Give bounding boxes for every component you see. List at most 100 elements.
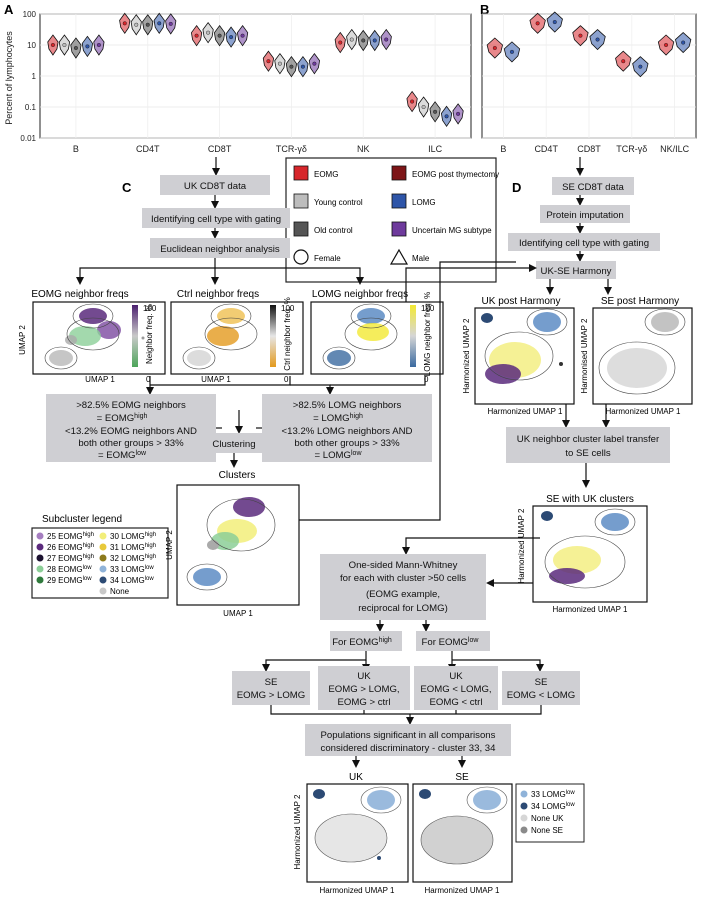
mw-text-2: for each with cluster >50 cells bbox=[340, 573, 466, 584]
eomg-rule-3: <13.2% EOMG neighbors AND bbox=[65, 426, 197, 437]
uk-lt-1: UK bbox=[449, 671, 463, 682]
h-umap2-final: Harmonized UMAP 2 bbox=[293, 794, 302, 870]
legend-swatch bbox=[391, 193, 407, 209]
lomg-rule-5: = LOMGlow bbox=[314, 450, 362, 461]
for-low-sup: low bbox=[468, 637, 479, 644]
category-label: NK/ILC bbox=[660, 144, 690, 154]
box-se-gt bbox=[232, 671, 310, 705]
lomg-rule-5-sup: low bbox=[351, 450, 362, 457]
subcluster-label: 33 LOMGlow bbox=[531, 790, 575, 799]
median-point bbox=[277, 61, 282, 66]
uk-cd8t-data-text: UK CD8T data bbox=[184, 181, 247, 192]
harmony-text: UK-SE Harmony bbox=[541, 266, 612, 277]
legend-label: Male bbox=[412, 254, 430, 263]
euclidean-text: Euclidean neighbor analysis bbox=[160, 244, 280, 255]
legend-label: Young control bbox=[314, 198, 363, 207]
category-label: CD4T bbox=[534, 144, 558, 154]
umap-final-se: Harmonized UMAP 1 bbox=[412, 783, 513, 895]
uk-post-title: UK post Harmony bbox=[482, 296, 561, 307]
mw-text-1: One-sided Mann-Whitney bbox=[349, 560, 458, 571]
male-icon bbox=[389, 248, 409, 265]
lomg-rule-4: both other groups > 33% bbox=[294, 438, 400, 449]
subcluster-label-text: 25 EOMG bbox=[47, 532, 83, 541]
box-lomg-rule bbox=[262, 394, 432, 462]
se-gt-2: EOMG > LOMG bbox=[237, 690, 306, 701]
for-high-base: For EOMG bbox=[332, 637, 378, 648]
subcluster-label: 31 LOMGhigh bbox=[110, 543, 156, 552]
arrow-to-eomg-freqs bbox=[76, 258, 216, 285]
median-point bbox=[410, 99, 415, 104]
ctrl-cbar-max: 100 bbox=[281, 304, 295, 313]
subcluster-label-text: None bbox=[110, 587, 130, 596]
umap1-label-c2: UMAP 1 bbox=[201, 375, 231, 384]
box-se-lt bbox=[502, 671, 580, 705]
eomg-rule-5-base: = EOMG bbox=[98, 450, 136, 461]
median-point bbox=[338, 40, 343, 45]
legend-label: Old control bbox=[314, 226, 353, 235]
chart-a-ylabel: Percent of lymphocytes bbox=[4, 31, 14, 125]
median-point bbox=[535, 21, 540, 26]
eomg-freqs-title: EOMG neighbor freqs bbox=[31, 289, 128, 300]
subcluster-label: 27 EOMGhigh bbox=[47, 554, 94, 563]
subcluster-label-sup: low bbox=[83, 565, 93, 571]
for-high-text: For EOMGhigh bbox=[332, 637, 392, 648]
se-lt-2: EOMG < LOMG bbox=[507, 690, 576, 701]
subcluster-label-text: 30 LOMG bbox=[110, 532, 145, 541]
subcluster-label-text: 26 EOMG bbox=[47, 543, 83, 552]
se-gt-1: SE bbox=[265, 677, 278, 688]
subcluster-label-text: 34 LOMG bbox=[531, 802, 566, 811]
legend-label: LOMG bbox=[412, 198, 436, 207]
category-label: TCR-γδ bbox=[616, 144, 647, 154]
legend-swatch bbox=[293, 193, 309, 209]
median-point bbox=[229, 35, 234, 40]
umap-ctrl: 100 0 Ctrl neighbor freq. % UMAP 1 UMAP … bbox=[85, 297, 304, 384]
umap-final-uk: Harmonized UMAP 2 Harmonized UMAP 1 bbox=[293, 783, 409, 895]
se-gating-text: Identifying cell type with gating bbox=[519, 238, 649, 249]
category-label: CD8T bbox=[208, 144, 232, 154]
category-label: CD8T bbox=[577, 144, 601, 154]
eomg-cbar-min: 0 bbox=[146, 375, 151, 384]
subcluster-swatch bbox=[520, 802, 528, 810]
box-for-low bbox=[416, 631, 490, 651]
median-point bbox=[664, 43, 669, 48]
median-point bbox=[509, 49, 514, 54]
subcluster-label-text: 27 EOMG bbox=[47, 554, 83, 563]
subcluster-label-sup: high bbox=[83, 543, 94, 549]
lomg-cbar-max: 100 bbox=[421, 304, 435, 313]
panel-label-b: B bbox=[480, 2, 489, 17]
uk-gating-text: Identifying cell type with gating bbox=[151, 214, 281, 225]
eomg-rule-2-sup: high bbox=[134, 413, 147, 420]
se-with-title: SE with UK clusters bbox=[546, 494, 634, 505]
transfer-text-2: to SE cells bbox=[565, 448, 611, 459]
subcluster-swatch bbox=[520, 814, 528, 822]
eomg-rule-5: = EOMGlow bbox=[98, 450, 147, 461]
subcluster-label-sup: high bbox=[145, 543, 156, 549]
median-point bbox=[384, 37, 389, 42]
umap1-label-clusters: UMAP 1 bbox=[223, 609, 253, 618]
subcluster-swatch bbox=[99, 543, 107, 551]
clusters-title: Clusters bbox=[219, 470, 256, 481]
line-clusters-to-harmony bbox=[299, 261, 516, 521]
clustering-text: Clustering bbox=[212, 439, 255, 450]
median-point bbox=[266, 59, 271, 64]
transfer-text-1: UK neighbor cluster label transfer bbox=[517, 434, 660, 445]
ctrl-cbar-min: 0 bbox=[284, 375, 289, 384]
box-uk-gating bbox=[142, 208, 290, 228]
subcluster-label-text: None UK bbox=[531, 814, 564, 823]
median-point bbox=[681, 40, 686, 45]
median-point bbox=[300, 64, 305, 69]
subcluster-label: None bbox=[110, 587, 130, 596]
median-point bbox=[421, 104, 426, 109]
box-mann-whitney bbox=[320, 554, 486, 620]
lomg-rule-5-base: = LOMG bbox=[314, 450, 351, 461]
eomg-cbar-label: Neighbor freq. % bbox=[145, 304, 154, 364]
median-point bbox=[578, 33, 583, 38]
subcluster-label: 26 EOMGhigh bbox=[47, 543, 94, 552]
lomg-rule-1: >82.5% LOMG neighbors bbox=[293, 400, 402, 411]
box-eomg-rule bbox=[46, 394, 216, 462]
lomg-cbar-min: 0 bbox=[424, 375, 429, 384]
